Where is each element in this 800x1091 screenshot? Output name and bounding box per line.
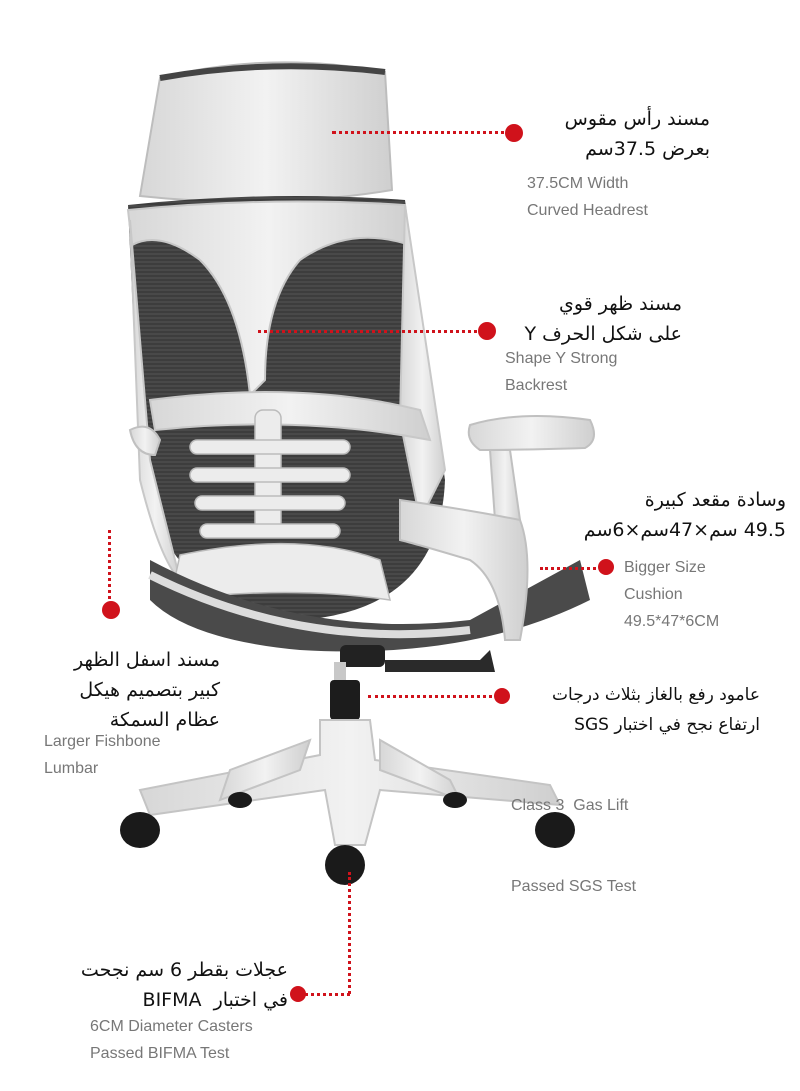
gaslift-connector xyxy=(368,695,498,698)
gaslift-english-line-1: Class 3 Gas Lift xyxy=(511,797,629,814)
casters-english: 6CM Diameter Casters Passed BIFMA Test xyxy=(90,1013,253,1067)
headrest-english-line-1: 37.5CM Width xyxy=(527,175,629,192)
gaslift-arabic-line-2: ارتفاع نجح في اختبار SGS xyxy=(574,715,760,735)
headrest-english: 37.5CM Width Curved Headrest xyxy=(527,170,648,224)
caster-shapes xyxy=(120,792,575,885)
base-shape xyxy=(138,719,562,846)
lumbar-arabic-line-2: كبير بتصميم هيكل xyxy=(79,679,220,701)
lumbar-shape xyxy=(169,409,392,601)
backrest-arabic-line-2: على شكل الحرف Y xyxy=(524,323,682,345)
casters-arabic: عجلات بقطر 6 سم نجحت في اختبار BIFMA xyxy=(81,955,288,1015)
seat-shape xyxy=(148,560,590,652)
headrest-arabic: مسند رأس مقوس بعرض 37.5سم xyxy=(565,104,710,164)
backrest-english: Shape Y Strong Backrest xyxy=(505,345,617,399)
casters-connector-horizontal xyxy=(305,993,350,996)
headrest-marker xyxy=(505,124,523,142)
casters-connector-vertical xyxy=(348,872,351,994)
armrest-shape xyxy=(128,415,595,641)
lumbar-marker xyxy=(102,601,120,619)
casters-marker xyxy=(290,986,306,1002)
headrest-connector xyxy=(332,131,512,134)
lumbar-connector xyxy=(108,530,111,605)
backrest-arabic: مسند ظهر قوي على شكل الحرف Y xyxy=(524,289,682,349)
lumbar-english-line-1: Larger Fishbone xyxy=(44,733,161,750)
backrest-english-line-1: Shape Y Strong xyxy=(505,350,618,367)
cushion-arabic-line-2: 49.5 سم×47سم×6سم xyxy=(583,519,786,541)
cushion-connector xyxy=(540,567,602,570)
casters-arabic-line-2: في اختبار BIFMA xyxy=(142,989,288,1011)
lumbar-english-line-2: Lumbar xyxy=(44,760,99,777)
backrest-marker xyxy=(478,322,496,340)
lumbar-arabic: مسند اسفل الظهر كبير بتصميم هيكل عظام ال… xyxy=(74,645,220,735)
backrest-connector xyxy=(258,330,483,333)
gaslift-marker xyxy=(494,688,510,704)
lumbar-english: Larger Fishbone Lumbar xyxy=(44,728,161,782)
cushion-arabic: وسادة مقعد كبيرة 49.5 سم×47سم×6سم xyxy=(584,485,786,545)
lumbar-arabic-line-3: عظام السمكة xyxy=(109,709,220,731)
lumbar-arabic-line-1: مسند اسفل الظهر xyxy=(73,649,220,671)
gaslift-english-line-2: Passed SGS Test xyxy=(511,878,637,895)
cushion-english-line-3: 49.5*47*6CM xyxy=(624,613,720,630)
casters-arabic-line-1: عجلات بقطر 6 سم نجحت xyxy=(80,959,288,981)
gaslift-english: Class 3 Gas Lift Passed SGS Test xyxy=(511,738,636,927)
headrest-english-line-2: Curved Headrest xyxy=(527,202,648,219)
gas-lift-shape xyxy=(330,645,495,722)
gaslift-arabic: عامود رفع بالغاز بثلاث درجات ارتفاع نجح … xyxy=(552,680,760,740)
cushion-english-line-2: Cushion xyxy=(624,586,683,603)
cushion-marker xyxy=(598,559,614,575)
backrest-arabic-line-1: مسند ظهر قوي xyxy=(558,293,682,315)
casters-english-line-2: Passed BIFMA Test xyxy=(90,1045,230,1062)
headrest-arabic-line-1: مسند رأس مقوس xyxy=(564,108,710,130)
headrest-arabic-line-2: بعرض 37.5سم xyxy=(585,138,710,160)
cushion-arabic-line-1: وسادة مقعد كبيرة xyxy=(644,489,786,511)
backrest-english-line-2: Backrest xyxy=(505,377,568,394)
cushion-english-line-1: Bigger Size xyxy=(624,559,706,576)
gaslift-arabic-line-1: عامود رفع بالغاز بثلاث درجات xyxy=(552,685,760,705)
casters-english-line-1: 6CM Diameter Casters xyxy=(90,1018,253,1035)
cushion-english: Bigger Size Cushion 49.5*47*6CM xyxy=(624,554,719,635)
